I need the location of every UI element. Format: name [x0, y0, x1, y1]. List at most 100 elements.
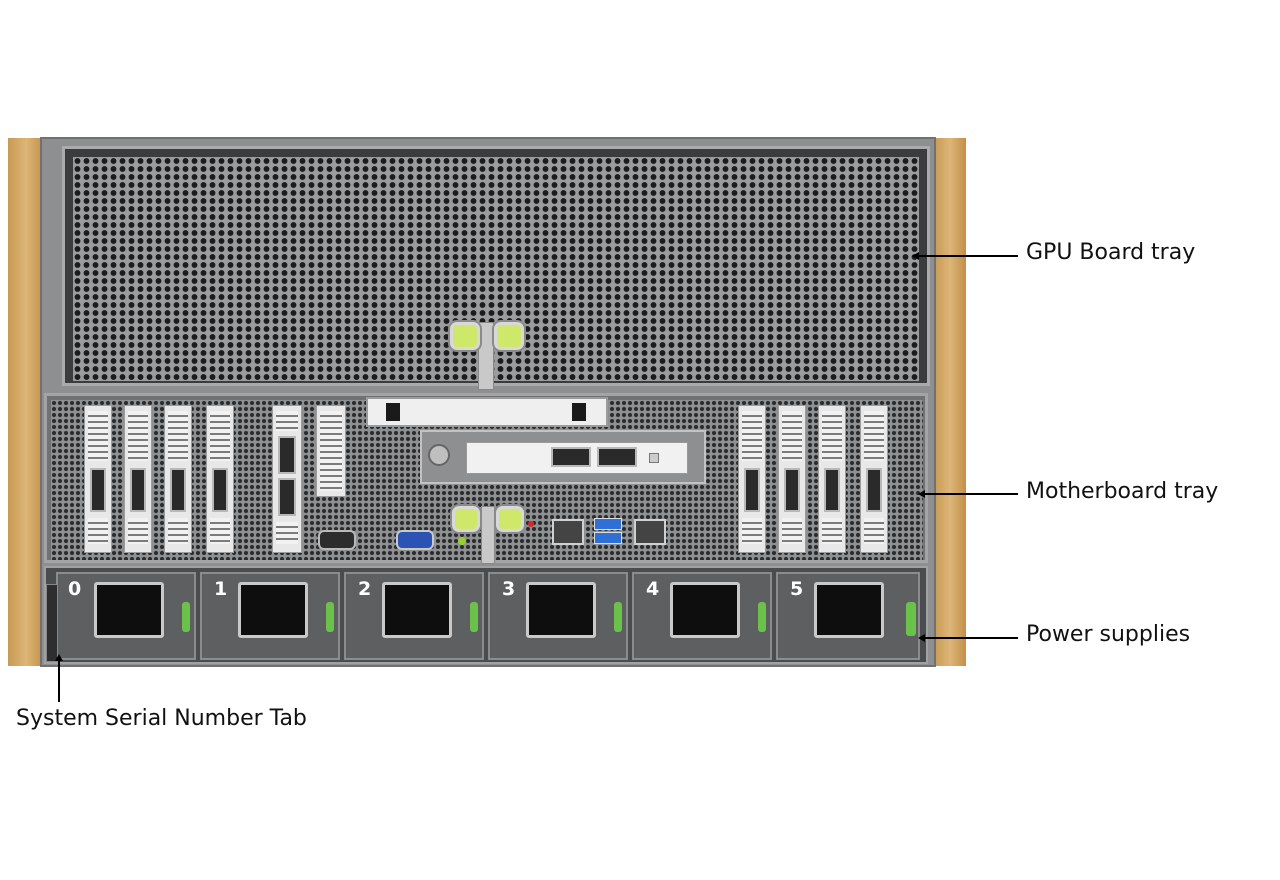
rack-rail-right: [934, 138, 966, 666]
psu-number: 4: [646, 578, 660, 600]
psu-number: 2: [358, 578, 372, 600]
serial-port-icon[interactable]: [318, 530, 356, 550]
gpu-tray-handle-stem: [478, 322, 494, 390]
psu-number: 0: [68, 578, 82, 600]
sfp-port-icon[interactable]: [824, 468, 840, 512]
riser-latch-left: [386, 403, 400, 421]
pcie-slot-vent: [276, 522, 298, 544]
sfp-port-icon[interactable]: [597, 447, 637, 467]
pcie-slot-right-4[interactable]: [860, 405, 888, 553]
usb-port-icon[interactable]: [594, 518, 622, 530]
power-supply-4[interactable]: 4: [632, 572, 772, 660]
serial-tab-callout-line: [58, 660, 60, 702]
power-inlet-icon[interactable]: [94, 582, 164, 638]
gpu-tray-release-handle-left[interactable]: [450, 322, 480, 350]
sfp-port-icon[interactable]: [866, 468, 882, 512]
power-inlet-icon[interactable]: [814, 582, 884, 638]
gpu-board-tray: [62, 146, 930, 386]
motherboard-tray-callout-line: [924, 493, 1018, 495]
gpu-tray-arrow-icon: [912, 252, 919, 260]
rj45-port-icon[interactable]: [552, 519, 584, 545]
pcie-slot-vent: [168, 411, 188, 461]
pcie-slot-right-3[interactable]: [818, 405, 846, 553]
pcie-slot-vent: [88, 518, 108, 544]
gpu-board-tray-label: GPU Board tray: [1026, 240, 1196, 265]
power-inlet-icon[interactable]: [382, 582, 452, 638]
motherboard-tray-arrow-icon: [918, 490, 925, 498]
psu-latch[interactable]: [906, 602, 916, 636]
sfp-port-icon[interactable]: [170, 468, 186, 512]
usb-port-icon[interactable]: [594, 532, 622, 544]
riser-bracket[interactable]: [366, 397, 608, 427]
psu-latch[interactable]: [470, 602, 478, 632]
pcie-slot-vent: [782, 411, 802, 461]
bmc-rj45-port-icon[interactable]: [634, 519, 666, 545]
mb-tray-release-handle-left[interactable]: [452, 506, 480, 532]
pcie-slot-vent: [276, 411, 298, 431]
pcie-slot-vent: [320, 411, 342, 491]
pcie-slot-vent: [782, 518, 802, 544]
sfp-port-icon[interactable]: [551, 447, 591, 467]
serial-tab-arrow-icon: [55, 654, 63, 661]
psu-latch[interactable]: [182, 602, 190, 632]
pcie-slot-vent: [88, 411, 108, 461]
psu-number: 3: [502, 578, 516, 600]
power-inlet-icon[interactable]: [238, 582, 308, 638]
power-led-icon: [458, 537, 466, 545]
psu-latch[interactable]: [326, 602, 334, 632]
serial-number-tab[interactable]: [46, 584, 58, 662]
card-led: [649, 453, 659, 463]
pcie-slot-vent: [864, 411, 884, 461]
sfp-port-icon[interactable]: [130, 468, 146, 512]
vga-port-icon[interactable]: [396, 530, 434, 550]
gpu-tray-callout-line: [918, 255, 1018, 257]
sfp-port-icon[interactable]: [278, 436, 296, 474]
mb-tray-release-handle-right[interactable]: [496, 506, 524, 532]
pcie-slot-vent: [128, 518, 148, 544]
pcie-slot-vent: [864, 518, 884, 544]
riser-latch-right: [572, 403, 586, 421]
psu-number: 5: [790, 578, 804, 600]
sfp-port-icon[interactable]: [212, 468, 228, 512]
pcie-slot-right-1[interactable]: [738, 405, 766, 553]
psu-latch[interactable]: [614, 602, 622, 632]
psu-latch[interactable]: [758, 602, 766, 632]
psu-number: 1: [214, 578, 228, 600]
card-screw: [428, 444, 450, 466]
pcie-slot-right-2[interactable]: [778, 405, 806, 553]
power-supply-0[interactable]: 0: [56, 572, 196, 660]
pcie-slot-vent: [210, 518, 230, 544]
pcie-slot-vent: [742, 411, 762, 461]
power-supplies-callout-line: [924, 637, 1018, 639]
mb-tray-handle-stem: [481, 506, 495, 564]
power-inlet-icon[interactable]: [526, 582, 596, 638]
pcie-slot-vent: [210, 411, 230, 461]
sfp-port-icon[interactable]: [744, 468, 760, 512]
power-inlet-icon[interactable]: [670, 582, 740, 638]
pcie-slot-left-5[interactable]: [272, 405, 302, 553]
pcie-slot-left-4[interactable]: [206, 405, 234, 553]
pcie-slot-vent: [128, 411, 148, 461]
sfp-port-icon[interactable]: [278, 478, 296, 516]
pcie-slot-vent: [822, 518, 842, 544]
power-supplies-arrow-icon: [918, 634, 925, 642]
power-supply-5[interactable]: 5: [776, 572, 920, 660]
pcie-slot-vent: [742, 518, 762, 544]
card-faceplate: [466, 442, 688, 474]
sfp-port-icon[interactable]: [90, 468, 106, 512]
center-io-card: [420, 430, 706, 484]
pcie-slot-left-1[interactable]: [84, 405, 112, 553]
power-supply-1[interactable]: 1: [200, 572, 340, 660]
pcie-slot-vent: [168, 518, 188, 544]
power-supply-3[interactable]: 3: [488, 572, 628, 660]
pcie-slot-left-3[interactable]: [164, 405, 192, 553]
serial-number-tab-label: System Serial Number Tab: [16, 706, 307, 731]
pcie-slot-vent: [822, 411, 842, 461]
pcie-slot-left-2[interactable]: [124, 405, 152, 553]
power-supply-2[interactable]: 2: [344, 572, 484, 660]
ocp-slot-blank: [316, 405, 346, 497]
gpu-tray-release-handle-right[interactable]: [494, 322, 524, 350]
motherboard-tray-label: Motherboard tray: [1026, 479, 1219, 504]
power-supplies-label: Power supplies: [1026, 622, 1191, 647]
sfp-port-icon[interactable]: [784, 468, 800, 512]
